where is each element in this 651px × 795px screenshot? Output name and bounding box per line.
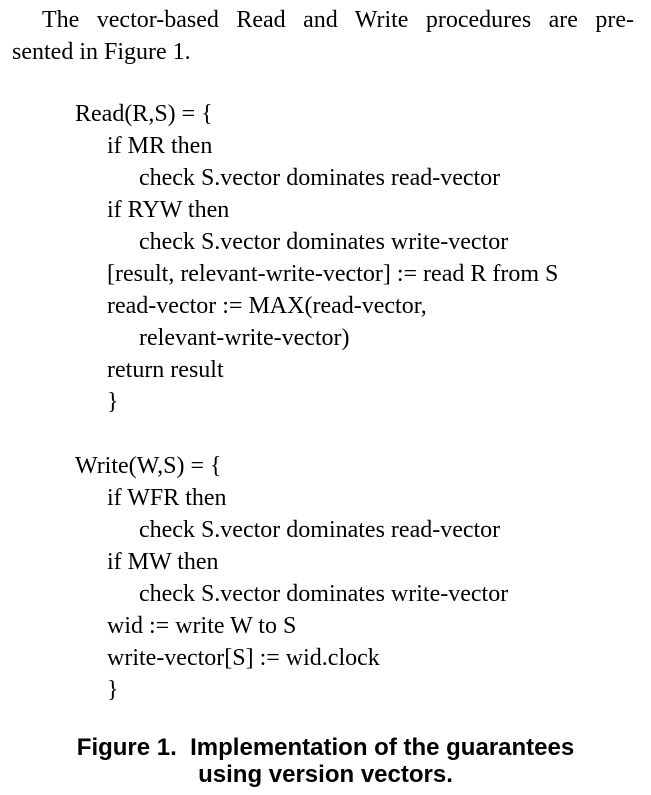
intro-paragraph: The vector-based Read and Write procedur… [12, 4, 634, 68]
read-statement: [result, relevant-write-vector] := read … [107, 261, 559, 287]
write-check-wfr: check S.vector dominates read-vector [139, 517, 501, 543]
figure-caption: Figure 1. Implementation of the guarante… [0, 734, 651, 788]
write-statement: wid := write W to S [107, 613, 297, 639]
read-close-brace: } [107, 389, 119, 415]
write-if-wfr: if WFR then [107, 485, 227, 511]
write-if-mw: if MW then [107, 549, 219, 575]
intro-line-2: sented in Figure 1. [12, 39, 191, 65]
write-procedure-header: Write(W,S) = { [75, 453, 222, 479]
read-check-ryw: check S.vector dominates write-vector [139, 229, 509, 255]
read-vector-assign: read-vector := MAX(read-vector, [107, 293, 427, 319]
figure-caption-line-1: Figure 1. Implementation of the guarante… [76, 734, 575, 761]
figure-caption-line-2: using version vectors. [198, 761, 453, 788]
intro-line-1: The vector-based Read and Write procedur… [42, 7, 634, 33]
read-if-mr: if MR then [107, 133, 213, 159]
read-if-ryw: if RYW then [107, 197, 230, 223]
write-close-brace: } [107, 677, 119, 703]
write-check-mw: check S.vector dominates write-vector [139, 581, 509, 607]
read-procedure-header: Read(R,S) = { [75, 101, 213, 127]
write-vector-update: write-vector[S] := wid.clock [107, 645, 380, 671]
read-return: return result [107, 357, 224, 383]
read-check-mr: check S.vector dominates read-vector [139, 165, 501, 191]
read-vector-assign-cont: relevant-write-vector) [139, 325, 350, 351]
